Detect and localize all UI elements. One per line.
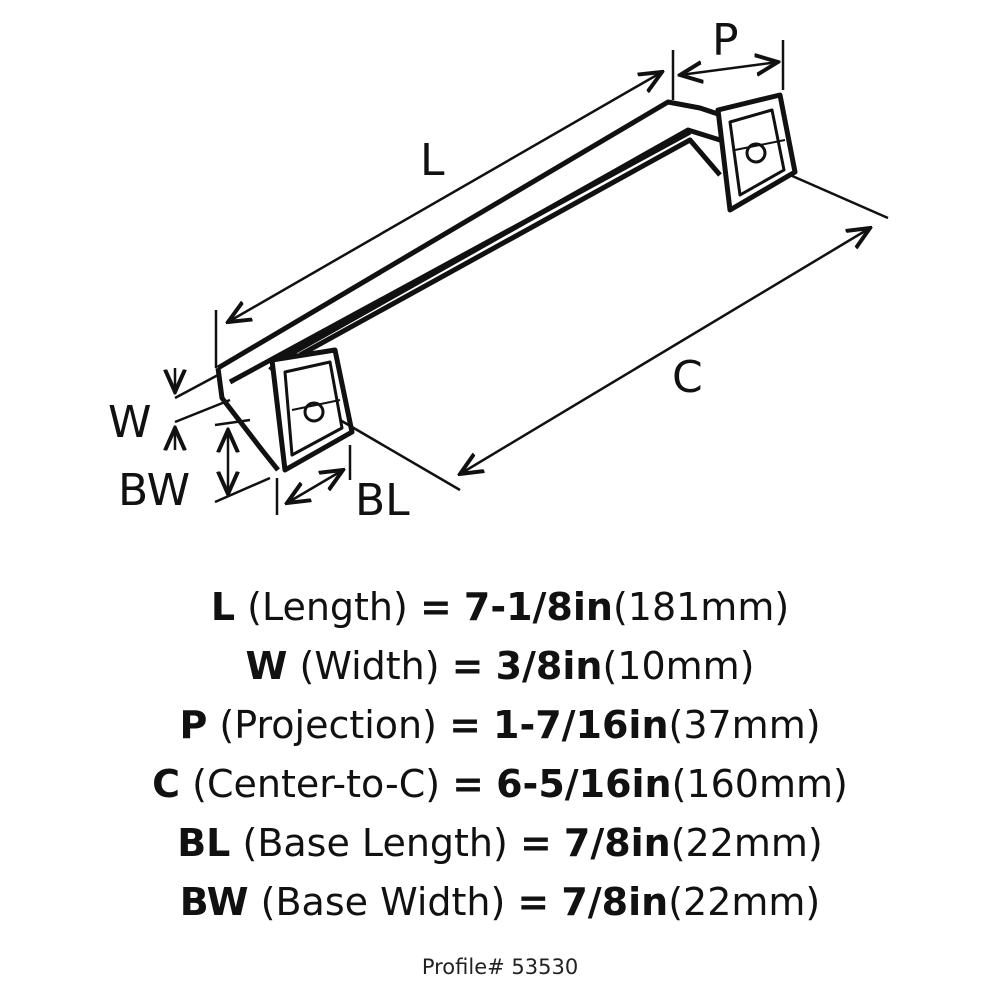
label-P: P [712, 15, 739, 66]
spec-name: (Length) [247, 585, 408, 629]
spec-metric: (10mm) [602, 644, 755, 688]
spec-row-w: W (Width) = 3/8in(10mm) [0, 637, 1000, 696]
spec-row-bl: BL (Base Length) = 7/8in(22mm) [0, 814, 1000, 873]
spec-metric: (22mm) [668, 880, 821, 924]
spec-metric: (22mm) [670, 821, 823, 865]
spec-imperial: 7/8in [563, 821, 671, 865]
label-L: L [420, 135, 445, 186]
spec-key: C [152, 762, 181, 806]
spec-equals: = [449, 703, 481, 747]
spec-metric: (160mm) [671, 762, 848, 806]
spec-equals: = [517, 880, 550, 924]
spec-key: BL [177, 821, 231, 865]
spec-equals: = [419, 585, 452, 629]
spec-row-p: P (Projection) = 1-7/16in(37mm) [0, 696, 1000, 755]
label-BL: BL [355, 475, 410, 526]
spec-name: (Projection) [219, 703, 437, 747]
specifications-list: L (Length) = 7-1/8in(181mm)W (Width) = 3… [0, 578, 1000, 932]
spec-metric: (37mm) [668, 703, 821, 747]
right-post-base [715, 92, 798, 213]
handle-dimension-drawing: L P C W BW BL [108, 15, 889, 526]
spec-imperial: 6-5/16in [496, 762, 672, 806]
profile-number: Profile# 53530 [421, 955, 579, 979]
spec-imperial: 1-7/16in [493, 703, 669, 747]
spec-equals: = [451, 644, 484, 688]
spec-imperial: 3/8in [495, 644, 603, 688]
spec-key: L [210, 585, 236, 629]
spec-row-l: L (Length) = 7-1/8in(181mm) [0, 578, 1000, 637]
spec-key: BW [179, 880, 249, 924]
label-BW: BW [118, 465, 190, 516]
spec-imperial: 7/8in [561, 880, 669, 924]
spec-name: (Base Length) [242, 821, 508, 865]
spec-name: (Center-to-C) [192, 762, 441, 806]
spec-imperial: 7-1/8in [463, 585, 613, 629]
spec-row-c: C (Center-to-C) = 6-5/16in(160mm) [0, 755, 1000, 814]
spec-key: W [245, 644, 288, 688]
spec-equals: = [452, 762, 485, 806]
cabinet-pull-handle [215, 92, 798, 473]
spec-name: (Width) [299, 644, 440, 688]
spec-name: (Base Width) [260, 880, 506, 924]
label-W: W [108, 397, 152, 448]
spec-metric: (181mm) [612, 585, 790, 629]
dimension-lines [175, 40, 889, 515]
spec-equals: = [519, 821, 552, 865]
label-C: C [672, 352, 703, 403]
spec-row-bw: BW (Base Width) = 7/8in(22mm) [0, 873, 1000, 932]
spec-key: P [179, 703, 208, 747]
